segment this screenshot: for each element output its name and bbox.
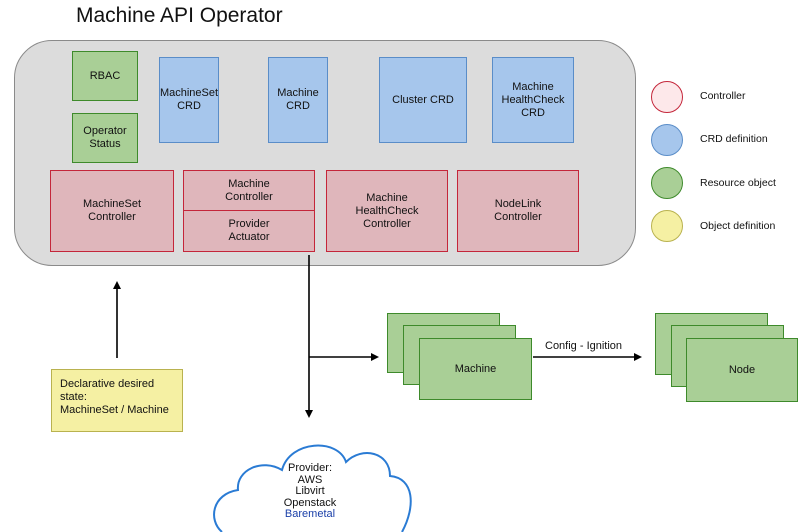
legend-crd-swatch <box>651 124 683 156</box>
config-ignition-label: Config - Ignition <box>545 340 623 352</box>
nodelink-controller-box: NodeLink Controller <box>457 170 579 252</box>
legend-resource-swatch <box>651 167 683 199</box>
machineset-controller-box: MachineSet Controller <box>50 170 174 252</box>
cloud-line-openstack: Openstack <box>283 496 337 509</box>
rbac-box: RBAC <box>72 51 138 101</box>
operator-status-box: Operator Status <box>72 113 138 163</box>
machine-crd-box: Machine CRD <box>268 57 328 143</box>
legend-object-swatch <box>651 210 683 242</box>
provider-cloud-label: Provider: AWS Libvirt Openstack Baremeta… <box>260 462 360 521</box>
diagram-title: Machine API Operator <box>76 4 283 27</box>
cloud-line-libvirt: Libvirt <box>295 485 325 497</box>
cloud-line-aws: AWS <box>297 473 323 486</box>
desired-state-box: Declarative desired state: MachineSet / … <box>51 369 183 432</box>
machine-stack-front: Machine <box>419 338 532 400</box>
machine-controller-box: Machine Controller <box>183 170 315 212</box>
legend-object-label: Object definition <box>700 220 776 232</box>
legend-controller-label: Controller <box>700 90 746 102</box>
legend-resource-label: Resource object <box>700 177 776 189</box>
cloud-line-provider: Provider: <box>287 462 333 474</box>
machine-healthcheck-controller-box: Machine HealthCheck Controller <box>326 170 448 252</box>
cloud-line-baremetal: Baremetal <box>284 508 336 520</box>
legend-controller-swatch <box>651 81 683 113</box>
machine-healthcheck-crd-box: Machine HealthCheck CRD <box>492 57 574 143</box>
node-stack-front: Node <box>686 338 798 402</box>
provider-actuator-box: Provider Actuator <box>183 210 315 252</box>
machineset-crd-box: MachineSet CRD <box>159 57 219 143</box>
legend-crd-label: CRD definition <box>700 133 768 145</box>
provider-cloud <box>213 444 412 532</box>
cluster-crd-box: Cluster CRD <box>379 57 467 143</box>
